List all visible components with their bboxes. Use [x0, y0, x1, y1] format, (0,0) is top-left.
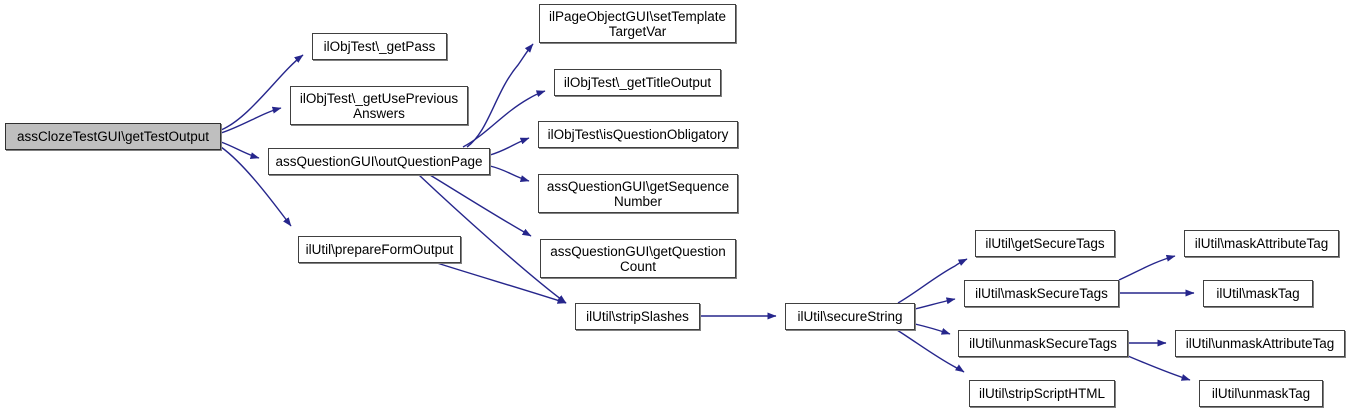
- graph-node-label: ilUtil\getSecureTags: [985, 236, 1105, 251]
- graph-node-label: ilUtil\prepareFormOutput: [305, 242, 454, 257]
- graph-edge-root-to-getUsePrevious: [220, 106, 282, 134]
- graph-node-label: ilObjTest\_getPass: [323, 39, 436, 54]
- graph-edge-outQuestionPage-to-getTitleOutput: [462, 90, 546, 148]
- graph-node-unmaskSecureTgs[interactable]: ilUtil\unmaskSecureTags: [958, 330, 1128, 357]
- graph-node-label: assQuestionGUI\getQuestion Count: [550, 243, 726, 274]
- graph-edge-root-to-outQuestionPage: [220, 141, 260, 160]
- graph-node-isObligatory[interactable]: ilObjTest\isQuestionObligatory: [538, 121, 738, 148]
- graph-node-unmaskTag[interactable]: ilUtil\unmaskTag: [1199, 380, 1323, 407]
- graph-node-label: assQuestionGUI\outQuestionPage: [275, 154, 483, 169]
- graph-node-getPass[interactable]: ilObjTest\_getPass: [312, 33, 447, 60]
- graph-node-label: assQuestionGUI\getSequence Number: [546, 178, 730, 209]
- graph-node-label: ilUtil\unmaskSecureTags: [969, 336, 1117, 351]
- graph-node-label: assClozeTestGUI\getTestOutput: [16, 129, 210, 144]
- graph-node-label: ilUtil\unmaskTag: [1211, 386, 1311, 401]
- graph-node-getSequence[interactable]: assQuestionGUI\getSequence Number: [538, 174, 738, 213]
- graph-node-getTitleOutput[interactable]: ilObjTest\_getTitleOutput: [554, 69, 721, 96]
- graph-node-label: ilObjTest\_getUsePrevious Answers: [299, 90, 459, 121]
- graph-edge-outQuestionPage-to-isObligatory: [489, 137, 530, 156]
- graph-edge-secureString-to-maskSecureTags: [914, 297, 956, 310]
- graph-node-stripSlashes[interactable]: ilUtil\stripSlashes: [575, 303, 700, 330]
- graph-node-unmaskAttrTag[interactable]: ilUtil\unmaskAttributeTag: [1175, 330, 1345, 357]
- graph-node-getQuestionCnt[interactable]: assQuestionGUI\getQuestion Count: [540, 239, 736, 278]
- graph-node-label: ilPageObjectGUI\setTemplate TargetVar: [548, 8, 727, 39]
- graph-node-label: ilUtil\maskSecureTags: [975, 286, 1108, 301]
- graph-node-maskAttributeTag[interactable]: ilUtil\maskAttributeTag: [1184, 230, 1339, 257]
- graph-node-maskSecureTags[interactable]: ilUtil\maskSecureTags: [964, 280, 1119, 307]
- graph-edge-secureString-to-stripScriptHTML: [896, 329, 965, 373]
- graph-node-maskTag[interactable]: ilUtil\maskTag: [1203, 280, 1313, 307]
- graph-node-label: ilUtil\stripScriptHTML: [978, 386, 1105, 401]
- graph-edge-secureString-to-getSecureTags: [897, 258, 968, 304]
- graph-node-root[interactable]: assClozeTestGUI\getTestOutput: [5, 123, 221, 150]
- graph-node-stripScriptHTML[interactable]: ilUtil\stripScriptHTML: [969, 380, 1115, 407]
- graph-edge-outQuestionPage-to-getSequence: [489, 165, 530, 182]
- graph-node-label: ilUtil\secureString: [797, 309, 903, 324]
- graph-node-setTemplate[interactable]: ilPageObjectGUI\setTemplate TargetVar: [539, 4, 736, 43]
- graph-edge-secureString-to-unmaskSecureTgs: [914, 323, 951, 335]
- graph-node-getUsePrevious[interactable]: ilObjTest\_getUsePrevious Answers: [290, 86, 468, 125]
- graph-node-secureString[interactable]: ilUtil\secureString: [785, 303, 915, 330]
- graph-node-label: ilUtil\stripSlashes: [586, 309, 689, 324]
- graph-node-label: ilUtil\maskAttributeTag: [1194, 236, 1329, 251]
- graph-node-outQuestionPage[interactable]: assQuestionGUI\outQuestionPage: [268, 148, 490, 175]
- graph-node-label: ilObjTest\isQuestionObligatory: [547, 127, 729, 142]
- graph-node-getSecureTags[interactable]: ilUtil\getSecureTags: [975, 230, 1115, 257]
- graph-edge-outQuestionPage-to-setTemplate: [466, 43, 534, 148]
- graph-node-label: ilUtil\unmaskAttributeTag: [1185, 336, 1335, 351]
- graph-node-label: ilObjTest\_getTitleOutput: [563, 75, 712, 90]
- graph-node-label: ilUtil\maskTag: [1216, 286, 1300, 301]
- graph-edge-maskSecureTags-to-maskAttributeTag: [1118, 254, 1176, 281]
- graph-edge-unmaskSecureTgs-to-unmaskTag: [1127, 355, 1191, 381]
- graph-node-prepareForm[interactable]: ilUtil\prepareFormOutput: [298, 236, 461, 263]
- graph-edge-outQuestionPage-to-getQuestionCnt: [429, 174, 532, 237]
